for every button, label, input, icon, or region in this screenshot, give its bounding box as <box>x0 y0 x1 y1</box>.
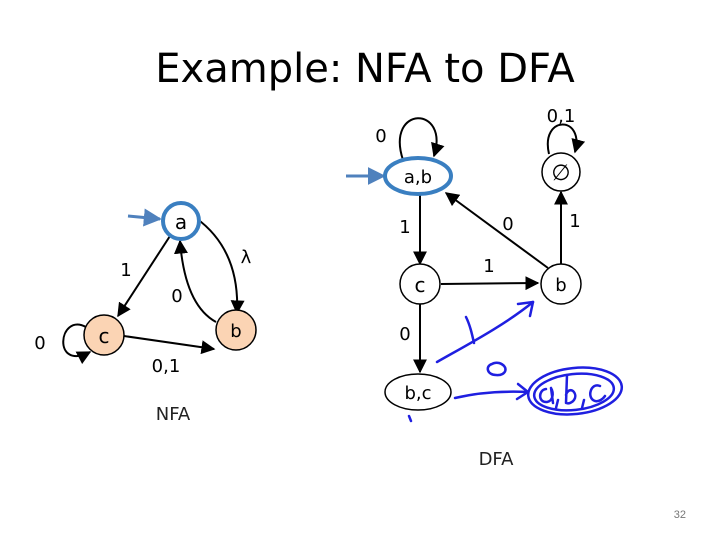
dfa-edge-b-ab <box>444 192 549 269</box>
dfa-edge-c-b-label: 1 <box>483 256 494 277</box>
dfa-state-b <box>540 263 582 305</box>
nfa-state-b-label: b <box>230 321 241 342</box>
nfa-edge-c-b <box>123 335 216 355</box>
ink-digit-zero <box>486 361 507 377</box>
ink-arrow-to-b <box>435 300 535 364</box>
dfa-edge-empty-loop <box>546 123 586 155</box>
dfa-edge-b-ab-label: 0 <box>502 214 513 235</box>
nfa-diagram: 1 λ 0 0,1 0 a b c NFA <box>34 201 257 425</box>
ink-arrowhead-to-b <box>516 300 535 318</box>
ink-letter-b <box>564 373 577 405</box>
nfa-caption: NFA <box>156 404 191 425</box>
nfa-edge-c-b-label: 0,1 <box>152 356 181 377</box>
ink-arrow-to-new-state <box>453 390 530 400</box>
nfa-state-b <box>215 309 257 351</box>
nfa-state-c-label: c <box>99 324 110 348</box>
dfa-state-empty-label: ∅ <box>551 161 570 186</box>
slide-title: Example: NFA to DFA <box>155 46 575 92</box>
nfa-state-a-label: a <box>175 210 187 234</box>
ink-digit-one <box>464 315 476 345</box>
nfa-edge-a-c <box>117 235 171 318</box>
dfa-state-bc-label: b,c <box>404 383 431 404</box>
dfa-state-empty <box>541 152 581 192</box>
dfa-caption: DFA <box>479 449 515 470</box>
dfa-state-b-label: b <box>555 275 566 296</box>
dfa-state-c <box>399 263 441 305</box>
dfa-diagram: 0 1 0 1 1 0,1 0 a,b c b ∅ b,c DFA <box>346 106 586 470</box>
ink-letter-c <box>589 384 607 403</box>
nfa-edge-b-a <box>174 239 217 323</box>
dfa-state-bc <box>384 373 452 411</box>
ink-comma-2 <box>580 398 586 410</box>
dfa-state-ab <box>383 156 453 196</box>
dfa-state-c-label: c <box>415 273 426 297</box>
dfa-edge-empty-loop-label: 0,1 <box>547 106 576 127</box>
nfa-edge-a-b-label: λ <box>241 247 252 268</box>
dfa-edge-b-empty-label: 1 <box>569 211 580 232</box>
nfa-edge-a-c-label: 1 <box>120 260 131 281</box>
ink-stray-mark <box>407 414 413 423</box>
dfa-edge-ab-loop <box>398 117 445 161</box>
dfa-edge-c-b <box>440 276 540 291</box>
ink-letter-a <box>538 386 555 405</box>
dfa-state-ab-label: a,b <box>404 167 432 188</box>
nfa-state-a <box>161 201 201 241</box>
ink-circle-inner <box>532 372 616 412</box>
ink-comma-1 <box>554 398 560 410</box>
ink-arrowhead-to-new-state <box>515 382 530 401</box>
nfa-edge-c-loop-label: 0 <box>34 333 45 354</box>
ink-circle-outer <box>526 366 624 416</box>
dfa-edge-ab-loop-label: 0 <box>375 126 386 147</box>
nfa-edge-c-loop <box>62 323 92 365</box>
nfa-start-arrow <box>127 208 162 227</box>
handwritten-annotations <box>407 300 624 423</box>
nfa-state-c <box>83 314 125 356</box>
page-number: 32 <box>674 509 686 521</box>
nfa-edge-b-a-label: 0 <box>171 286 182 307</box>
dfa-edge-c-bc-label: 0 <box>399 324 410 345</box>
dfa-edge-ab-c-label: 1 <box>399 217 410 238</box>
nfa-edge-a-b <box>195 217 245 315</box>
